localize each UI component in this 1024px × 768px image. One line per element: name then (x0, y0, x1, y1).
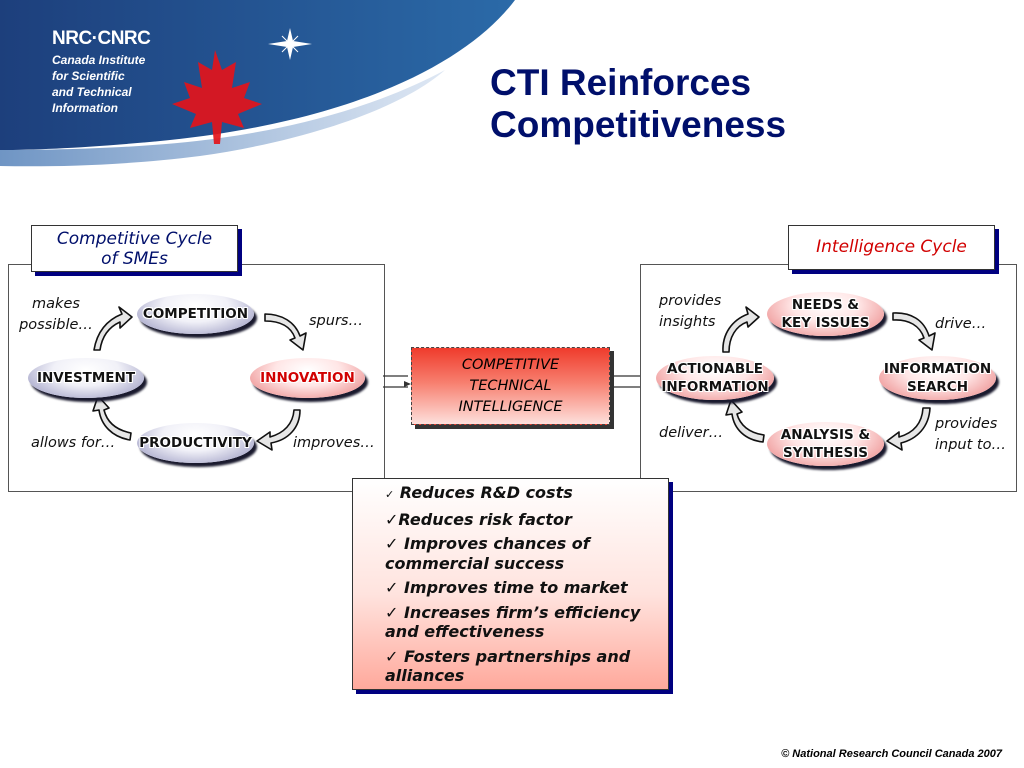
node-information-line2: SEARCH (907, 379, 968, 395)
institute-name-line3: and Technical (52, 85, 132, 99)
connector-left (383, 375, 408, 388)
node-needs-line1: NEEDS & (791, 297, 860, 313)
competitive-cycle-title-line1: Competitive Cycle (56, 228, 213, 249)
institute-name-line2: for Scientific (52, 69, 125, 83)
check-icon: ✓ (385, 602, 399, 622)
page-title-line2: Competitiveness (490, 104, 787, 145)
maple-leaf-icon (172, 50, 262, 144)
benefits-box: ✓ Reduces R&D costs ✓Reduces risk factor… (352, 478, 669, 690)
competitive-technical-intelligence-box: COMPETITIVE TECHNICAL INTELLIGENCE (411, 347, 610, 425)
label-provides-input: provides input to… (935, 414, 1006, 456)
check-icon: ✓ (385, 488, 395, 501)
cti-line1: COMPETITIVE (461, 356, 560, 373)
node-analysis-line2: SYNTHESIS (783, 445, 868, 461)
header-banner (0, 0, 515, 167)
star-burst-icon (268, 28, 312, 60)
label-provides-line1: provides (659, 293, 722, 309)
node-actionable-line2: INFORMATION (661, 379, 769, 395)
competitive-cycle-title-line2: of SMEs (101, 248, 168, 269)
node-productivity: PRODUCTIVITY (137, 423, 254, 463)
node-investment: INVESTMENT (28, 358, 144, 398)
competitive-cycle-title: Competitive Cycle of SMEs (31, 225, 238, 272)
label-improves: improves… (293, 435, 375, 451)
institute-name-line4: Information (52, 101, 118, 115)
benefit-item: ✓Reduces risk factor (385, 510, 665, 530)
connector-right (612, 375, 640, 388)
page-title: CTI Reinforces Competitiveness (490, 62, 910, 146)
label-makes-line2: possible… (19, 317, 93, 333)
arrow-drive-icon (892, 312, 936, 351)
node-actionable-information: ACTIONABLE INFORMATION (656, 356, 774, 400)
label-input-line1: provides (935, 416, 998, 432)
label-provides-insights: provides insights (659, 291, 721, 333)
label-makes-line1: makes (32, 296, 80, 312)
node-analysis-line1: ANALYSIS & (780, 427, 871, 443)
label-input-line2: input to… (935, 437, 1006, 453)
arrow-improves-icon (256, 409, 301, 451)
cti-line3: INTELLIGENCE (458, 398, 563, 415)
label-spurs: spurs… (309, 313, 363, 329)
node-investment-label: INVESTMENT (36, 370, 136, 386)
benefit-text: Improves time to market (398, 578, 628, 597)
label-allows-for: allows for… (31, 435, 116, 451)
benefit-item: ✓ Fosters partnerships and alliances (385, 647, 665, 686)
benefit-text: Reduces risk factor (398, 509, 572, 529)
arrow-spurs-icon (264, 313, 307, 351)
node-needs-key-issues: NEEDS & KEY ISSUES (767, 292, 884, 336)
label-deliver: deliver… (659, 425, 724, 441)
benefit-text: Reduces R&D costs (399, 483, 573, 502)
benefit-text: Increases firm’s efficiency and effectiv… (385, 602, 641, 642)
node-information-search: INFORMATION SEARCH (879, 356, 996, 400)
institute-name-line1: Canada Institute (52, 53, 146, 67)
benefit-text: Improves chances of commercial success (385, 534, 590, 573)
node-productivity-label: PRODUCTIVITY (139, 435, 252, 451)
node-information-line1: INFORMATION (883, 361, 992, 377)
node-innovation-label: INNOVATION (260, 370, 355, 386)
label-makes-possible: makes possible… (14, 294, 98, 336)
arrow-provides-input-icon (886, 407, 931, 451)
benefit-item: ✓ Improves time to market (385, 578, 665, 598)
cti-line2: TECHNICAL (469, 377, 552, 394)
page-title-line1: CTI Reinforces (490, 62, 752, 103)
node-competition-label: COMPETITION (142, 306, 249, 322)
label-drive: drive… (935, 316, 987, 332)
connector-left-arrowhead-icon (404, 381, 411, 387)
label-provides-line2: insights (659, 314, 716, 330)
check-icon: ✓ (385, 646, 399, 666)
intelligence-cycle-title: Intelligence Cycle (788, 225, 995, 270)
arrow-makes-possible-icon (93, 306, 133, 351)
arrow-deliver-icon (725, 399, 765, 443)
check-icon: ✓ (385, 509, 399, 529)
nrc-logo-mark: NRC·CNRC (52, 28, 151, 49)
arrow-allows-for-icon (92, 395, 132, 441)
node-needs-line2: KEY ISSUES (781, 315, 870, 331)
node-actionable-line1: ACTIONABLE (667, 361, 763, 377)
benefit-item: ✓ Improves chances of commercial success (385, 534, 665, 573)
copyright-footer: © National Research Council Canada 2007 (781, 748, 1002, 760)
node-innovation: INNOVATION (250, 358, 365, 398)
arrow-provides-insights-icon (722, 306, 760, 353)
benefit-item: ✓ Reduces R&D costs (385, 483, 665, 505)
check-icon: ✓ (385, 578, 399, 597)
benefit-text: Fosters partnerships and alliances (385, 646, 631, 686)
node-analysis-synthesis: ANALYSIS & SYNTHESIS (767, 422, 884, 466)
node-competition: COMPETITION (137, 294, 254, 334)
benefit-item: ✓ Increases firm’s efficiency and effect… (385, 603, 665, 642)
check-icon: ✓ (385, 534, 399, 553)
